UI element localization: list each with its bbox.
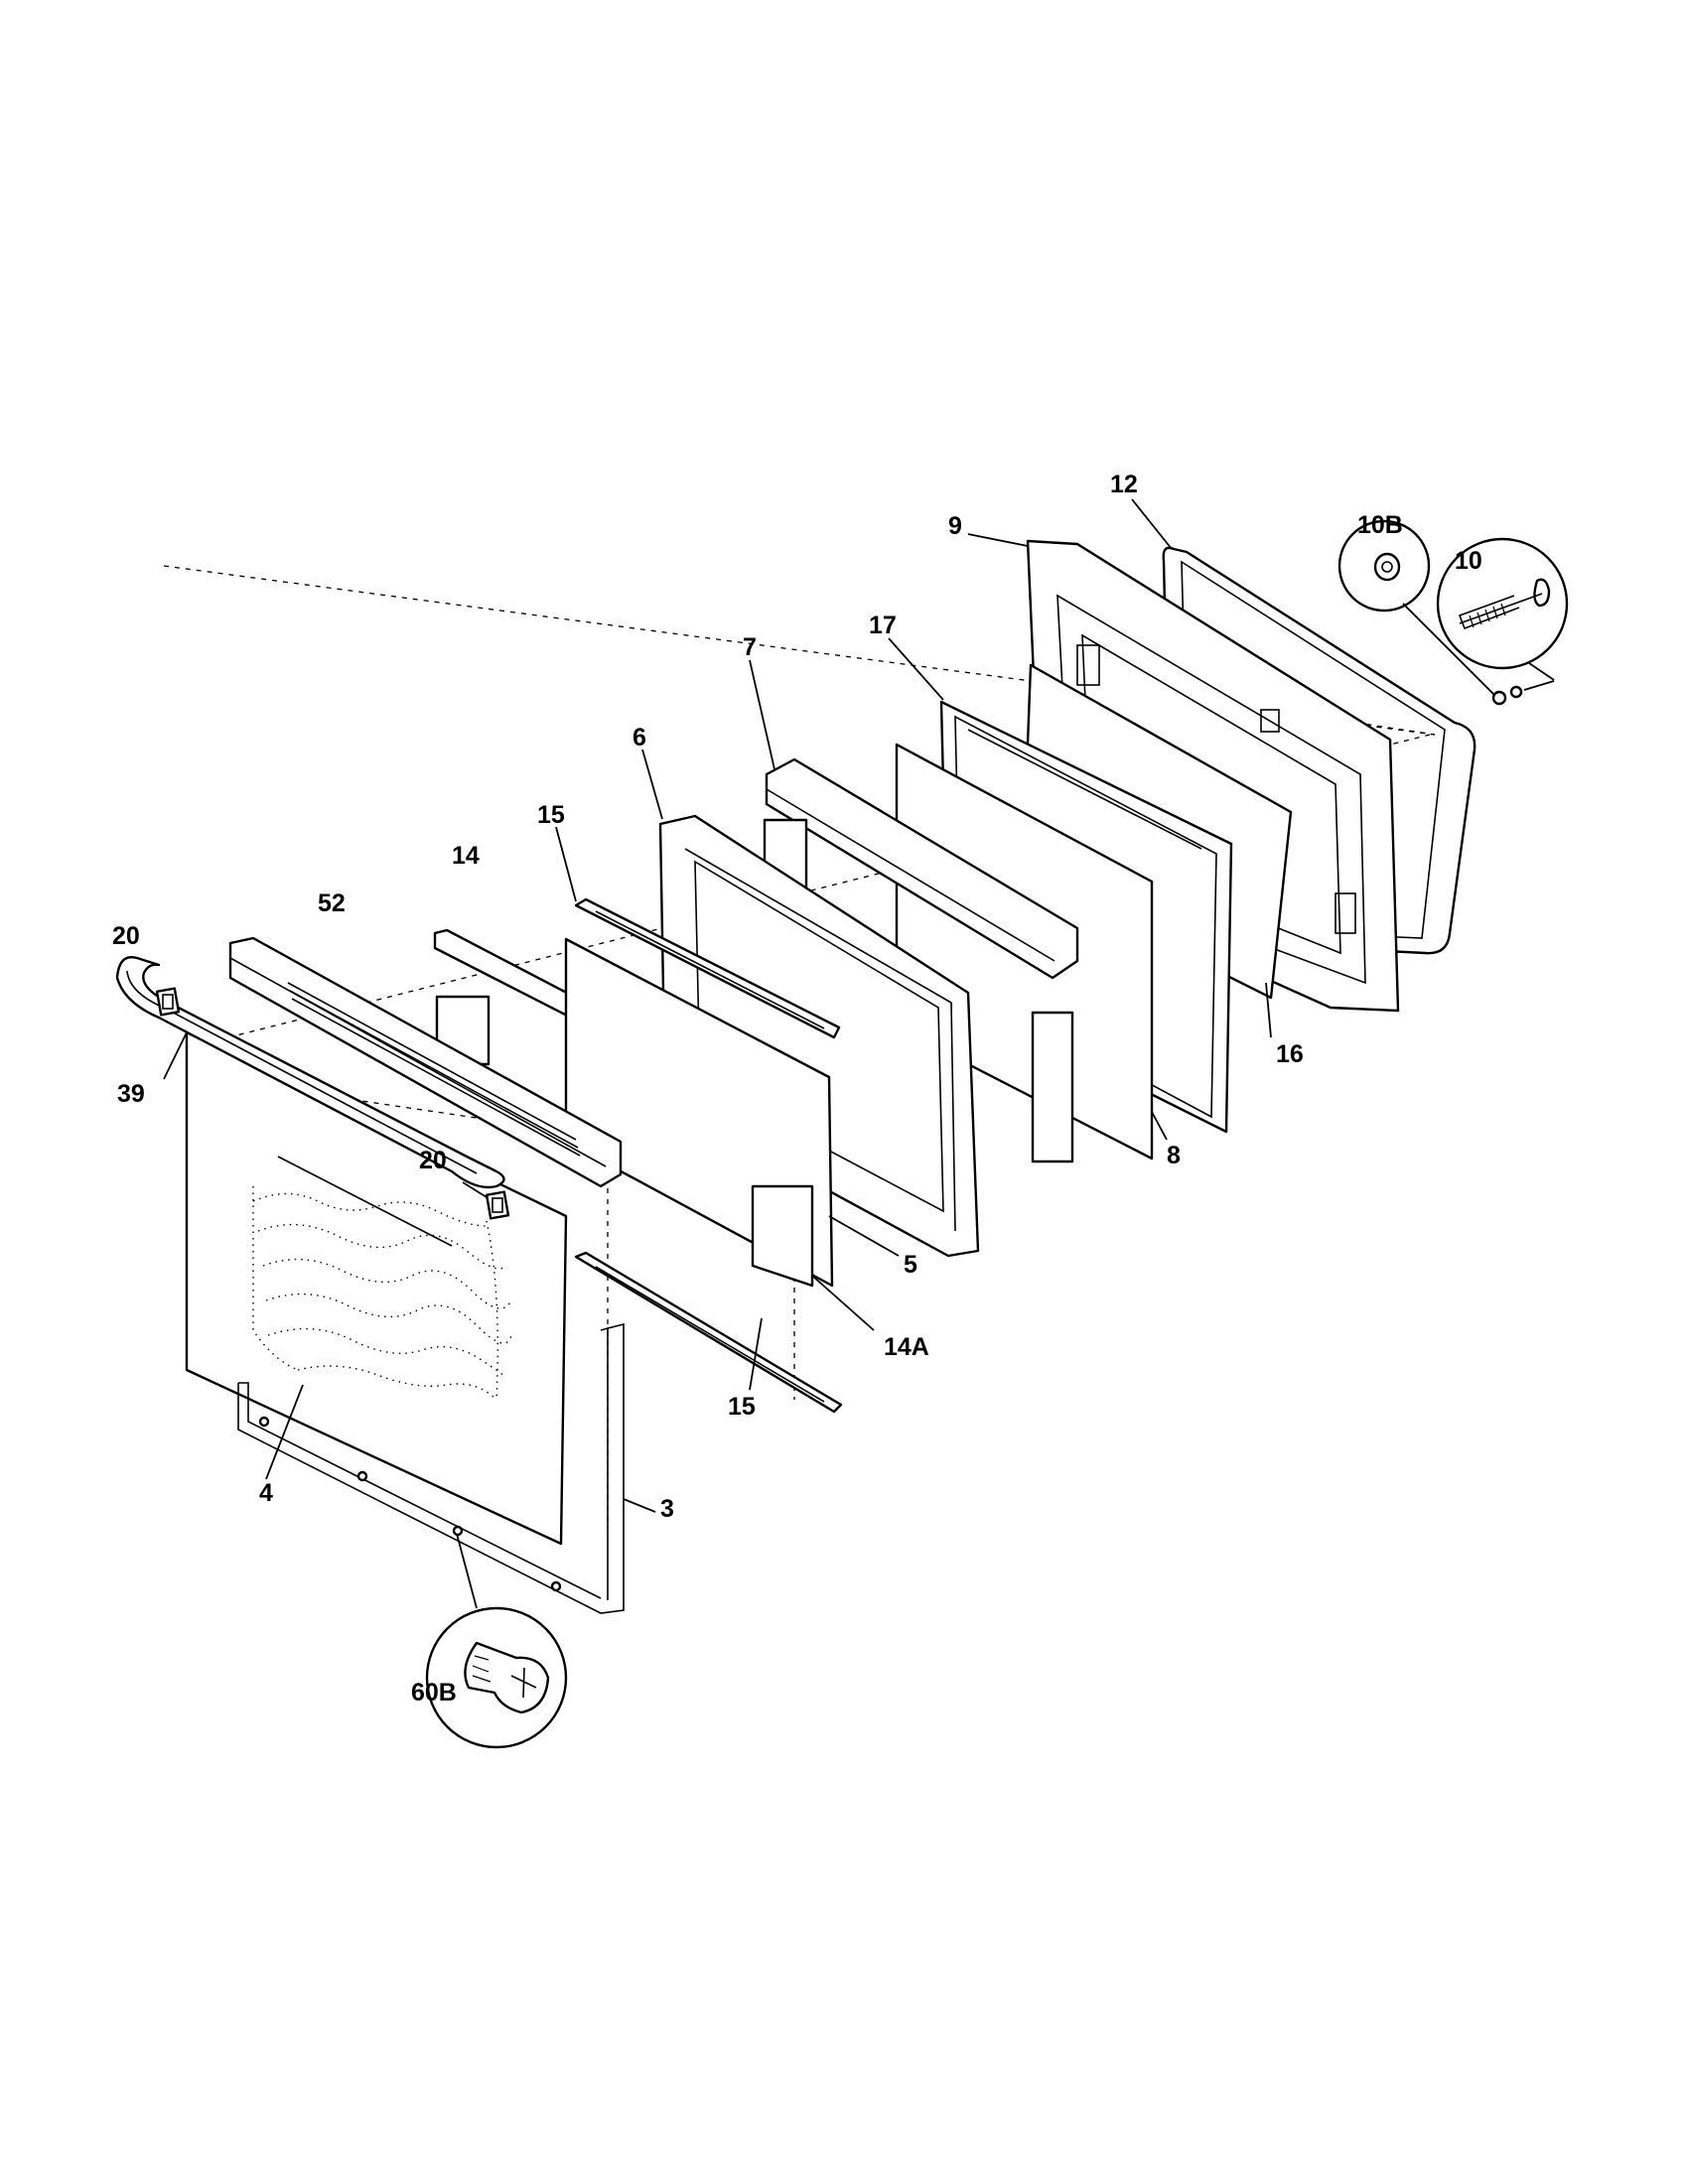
callout-7: 7 — [743, 633, 757, 661]
callout-20-left: 20 — [112, 922, 140, 950]
part-4-window-pattern — [252, 1156, 512, 1401]
callout-17: 17 — [869, 612, 897, 639]
callout-10: 10 — [1455, 547, 1482, 575]
callout-5: 5 — [904, 1251, 917, 1279]
callout-16: 16 — [1276, 1040, 1304, 1068]
part-15-bottom-trim-strip — [574, 1251, 843, 1414]
callout-12: 12 — [1110, 471, 1138, 498]
callout-14a: 14A — [884, 1333, 929, 1361]
callout-52: 52 — [318, 889, 346, 917]
callout-60b: 60B — [411, 1679, 457, 1706]
detail-circle-10b — [1337, 519, 1495, 696]
part-20-handle-cap-left — [155, 987, 181, 1017]
door-bottom-screws — [258, 1416, 562, 1592]
callout-15-top: 15 — [537, 801, 565, 829]
detail-circle-10 — [1436, 537, 1569, 681]
part-15-top-trim-strip — [574, 897, 841, 1039]
callout-leader-lines — [163, 498, 1272, 1513]
part-20-handle-cap-mid — [485, 1190, 510, 1220]
callout-14: 14 — [452, 842, 480, 870]
callout-9: 9 — [948, 512, 962, 540]
callout-labels: 12 9 10B 10 7 17 6 15 14 52 20 16 8 39 2… — [112, 471, 1482, 1706]
callout-10b: 10B — [1357, 511, 1403, 539]
callout-6: 6 — [633, 724, 646, 751]
part-10-screw-assembly — [1491, 680, 1555, 706]
callout-8: 8 — [1167, 1142, 1181, 1169]
part-52-vent-trim — [228, 936, 623, 1188]
callout-20-mid: 20 — [419, 1147, 447, 1174]
callout-3: 3 — [660, 1495, 674, 1523]
callout-15-bottom: 15 — [728, 1393, 756, 1421]
callout-4: 4 — [259, 1479, 273, 1507]
part-7-insulation-top — [765, 757, 1079, 980]
detail-circle-60b — [425, 1533, 568, 1749]
callout-39: 39 — [117, 1080, 145, 1108]
